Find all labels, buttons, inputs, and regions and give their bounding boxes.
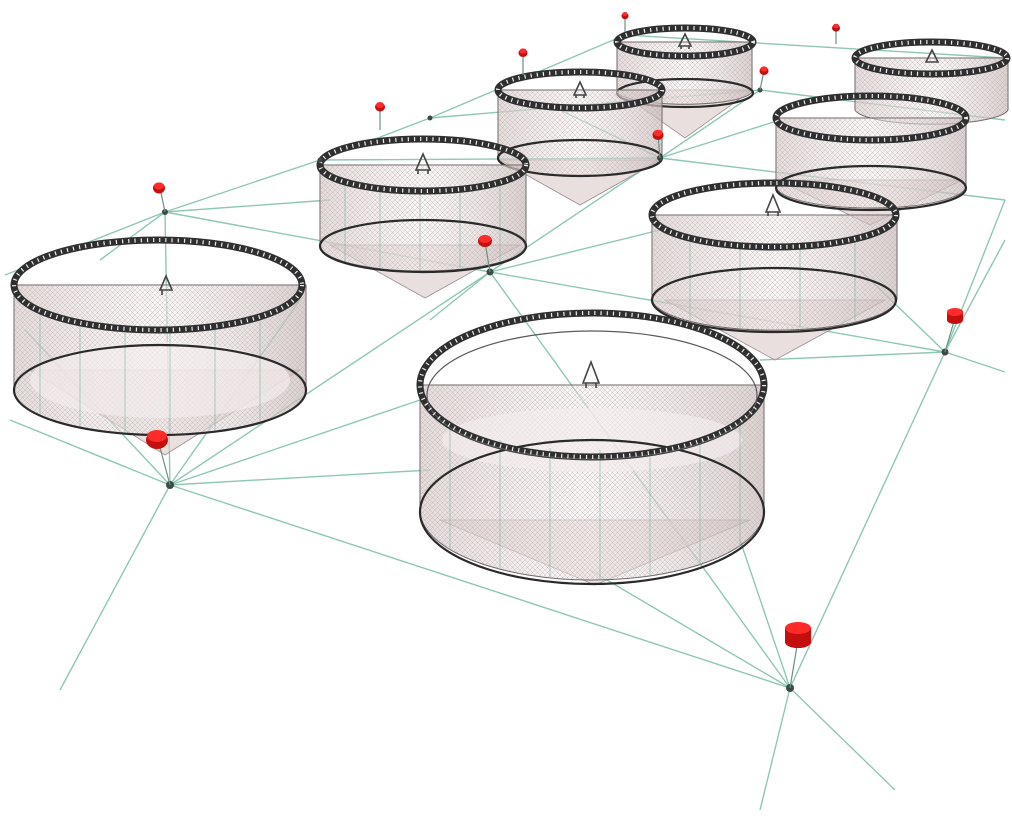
buoy-3 — [944, 308, 963, 353]
net-pen-4 — [648, 179, 900, 361]
net-pen-3 — [316, 135, 530, 299]
buoy-5 — [153, 182, 166, 213]
buoy-11 — [621, 12, 629, 32]
buoy-1 — [146, 430, 171, 486]
buoy-6 — [375, 102, 385, 130]
buoy-10 — [832, 23, 840, 44]
buoy-8 — [518, 48, 528, 75]
net-pen-8 — [851, 38, 1011, 125]
net-pen-1 — [10, 236, 308, 456]
net-pen-2 — [416, 309, 768, 586]
buoy-2 — [785, 622, 811, 689]
buoy-7 — [652, 129, 664, 159]
buoy-4 — [478, 235, 492, 273]
buoy-9 — [759, 66, 769, 91]
